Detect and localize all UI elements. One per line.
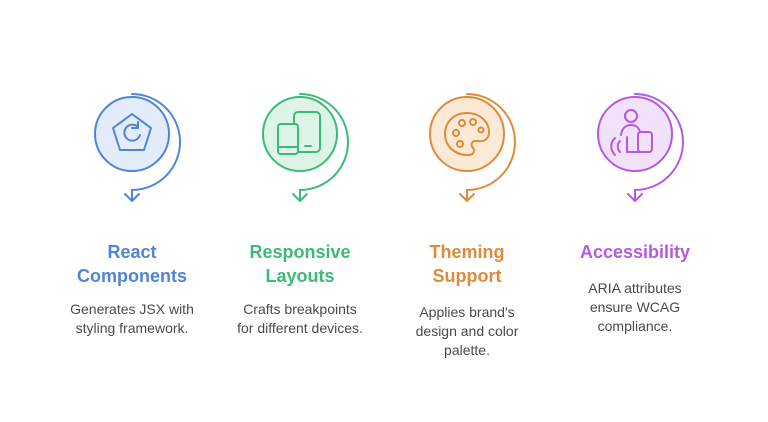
step-accessibility-graphic	[597, 93, 684, 202]
step-description: Applies brand's design and color palette…	[415, 304, 519, 358]
icon-disc	[597, 96, 673, 172]
icon-disc	[262, 96, 338, 172]
arrow-head	[627, 193, 643, 202]
step-description: ARIA attributes ensure WCAG compliance.	[588, 280, 682, 334]
step-title: Theming Support	[429, 242, 505, 286]
step-description: Generates JSX with styling framework.	[70, 301, 194, 336]
icon-disc	[94, 96, 170, 172]
spiral-arrow	[466, 93, 516, 201]
palette-icon	[444, 112, 490, 157]
step-responsive-graphic	[262, 93, 349, 202]
step-description: Crafts breakpoints for different devices…	[237, 301, 363, 336]
icon-disc	[429, 96, 505, 172]
arrow-head	[124, 193, 140, 202]
step-theming: Theming Support Applies brand's design a…	[372, 0, 562, 422]
step-react: React Components Generates JSX with styl…	[37, 0, 227, 422]
step-title: React Components	[77, 242, 187, 286]
arrow-head	[459, 193, 475, 202]
arrow-head	[292, 193, 308, 202]
step-title: Responsive Layouts	[249, 242, 351, 286]
accessibility-person-icon	[610, 109, 653, 156]
pentagon-refresh-icon	[112, 113, 152, 151]
step-responsive: Responsive Layouts Crafts breakpoints fo…	[205, 0, 395, 422]
spiral-arrow	[634, 93, 684, 201]
step-accessibility: Accessibility ARIA attributes ensure WCA…	[540, 0, 730, 422]
step-theming-graphic	[429, 93, 516, 202]
step-react-graphic	[94, 93, 181, 202]
spiral-arrow	[299, 93, 349, 201]
step-title: Accessibility	[579, 242, 691, 262]
spiral-arrow	[131, 93, 181, 201]
devices-icon	[277, 111, 321, 155]
